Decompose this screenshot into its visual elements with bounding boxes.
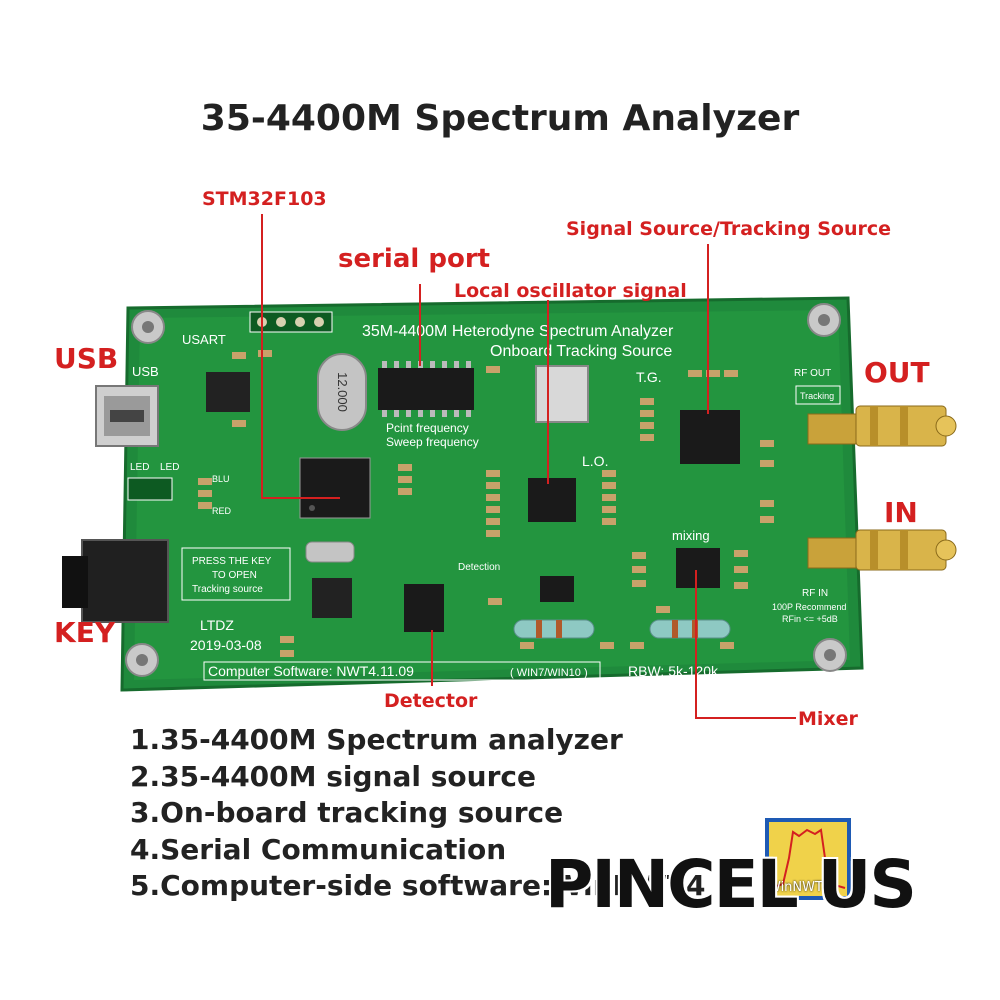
feature-item: 1.35-4400M Spectrum analyzer bbox=[130, 723, 623, 756]
smd-components bbox=[198, 350, 774, 657]
board-subheading: Onboard Tracking Source bbox=[490, 343, 672, 360]
feature-list: 1.35-4400M Spectrum analyzer 2.35-4400M … bbox=[130, 722, 705, 905]
lo-chip bbox=[528, 478, 576, 522]
winnwt4-logo-icon bbox=[765, 818, 851, 900]
mounting-hole-icon bbox=[131, 310, 165, 344]
detection-label: Detection bbox=[458, 562, 500, 573]
led-label: LED bbox=[160, 462, 179, 473]
usb-port bbox=[95, 385, 159, 447]
callout-in: IN bbox=[884, 496, 918, 529]
lo-vco bbox=[535, 365, 589, 423]
rf-in-label: RF IN bbox=[802, 588, 828, 599]
inductor bbox=[649, 619, 731, 639]
voltage-regulator bbox=[206, 372, 250, 412]
tracking-box bbox=[795, 385, 841, 405]
feature-item: 3.On-board tracking source bbox=[130, 796, 564, 829]
tg-chip bbox=[680, 410, 740, 464]
stm32-chip bbox=[299, 457, 371, 519]
blu-label: BLU bbox=[212, 474, 230, 484]
callout-signal-source: Signal Source/Tracking Source bbox=[566, 218, 891, 240]
callout-out: OUT bbox=[864, 356, 930, 389]
mounting-hole-icon bbox=[125, 643, 159, 677]
pcb-body bbox=[120, 296, 864, 692]
software-box bbox=[203, 661, 601, 681]
recommend-label: 100P Recommend bbox=[772, 602, 846, 612]
feature-item: 5.Computer-side software:WinNWT4 bbox=[130, 869, 706, 902]
rfin-limit-label: RFin <= +5dB bbox=[782, 614, 838, 624]
crystal-label: 12.000 bbox=[335, 372, 350, 412]
regulator-2 bbox=[312, 578, 352, 618]
callout-key: KEY bbox=[54, 616, 116, 649]
red-label: RED bbox=[212, 506, 232, 516]
watermark: PINCEL US bbox=[545, 846, 917, 923]
rbw-label: RBW: 5k-120k bbox=[628, 663, 719, 679]
callout-stm32: STM32F103 bbox=[202, 188, 327, 210]
key-switch bbox=[62, 539, 169, 623]
winnwt4-logo-label: WinNWT4 bbox=[768, 880, 832, 895]
callout-local-oscillator: Local oscillator signal bbox=[454, 280, 687, 302]
tg-label: T.G. bbox=[636, 369, 662, 385]
press-key-line3: Tracking source bbox=[192, 584, 263, 595]
date-label: 2019-03-08 bbox=[190, 637, 262, 653]
page-title: 35-4400M Spectrum Analyzer bbox=[200, 98, 800, 139]
mixer-chip bbox=[676, 548, 720, 588]
os-label: ( WIN7/WIN10 ) bbox=[510, 667, 588, 679]
lo-label: L.O. bbox=[582, 453, 608, 469]
led-pad bbox=[127, 477, 173, 501]
press-key-box bbox=[181, 547, 291, 601]
callout-usb: USB bbox=[54, 342, 119, 375]
sma-out-connector bbox=[807, 405, 957, 447]
sma-in-connector bbox=[807, 529, 957, 571]
small-crystal bbox=[305, 541, 355, 563]
inductor bbox=[513, 619, 595, 639]
press-key-line2: TO OPEN bbox=[212, 570, 257, 581]
mounting-hole-icon bbox=[807, 303, 841, 337]
usb-silk-label: USB bbox=[132, 364, 159, 379]
serial-chip bbox=[378, 361, 474, 417]
board-heading: 35M-4400M Heterodyne Spectrum Analyzer bbox=[362, 323, 674, 340]
crystal-oscillator: 12.000 bbox=[317, 353, 367, 431]
tracking-label: Tracking bbox=[800, 391, 834, 401]
feature-item: 4.Serial Communication bbox=[130, 832, 507, 866]
callout-serial-port: serial port bbox=[338, 244, 491, 274]
usart-label: USART bbox=[182, 332, 226, 347]
rf-out-label: RF OUT bbox=[794, 368, 831, 379]
callout-mixer: Mixer bbox=[798, 708, 858, 730]
software-label: Computer Software: NWT4.11.09 bbox=[208, 663, 414, 679]
mounting-hole-icon bbox=[813, 638, 847, 672]
usart-header bbox=[249, 311, 333, 333]
feature-item: 2.35-4400M signal source bbox=[130, 759, 536, 793]
point-frequency-label: Pcint frequency bbox=[386, 421, 469, 435]
ltdz-label: LTDZ bbox=[200, 617, 234, 633]
led-label: LED bbox=[130, 462, 149, 473]
callout-detector: Detector bbox=[384, 690, 478, 712]
sweep-frequency-label: Sweep frequency bbox=[386, 435, 479, 449]
small-ic bbox=[540, 576, 574, 602]
detector-chip bbox=[404, 584, 444, 632]
press-key-line1: PRESS THE KEY bbox=[192, 556, 272, 567]
mixing-label: mixing bbox=[672, 528, 710, 543]
